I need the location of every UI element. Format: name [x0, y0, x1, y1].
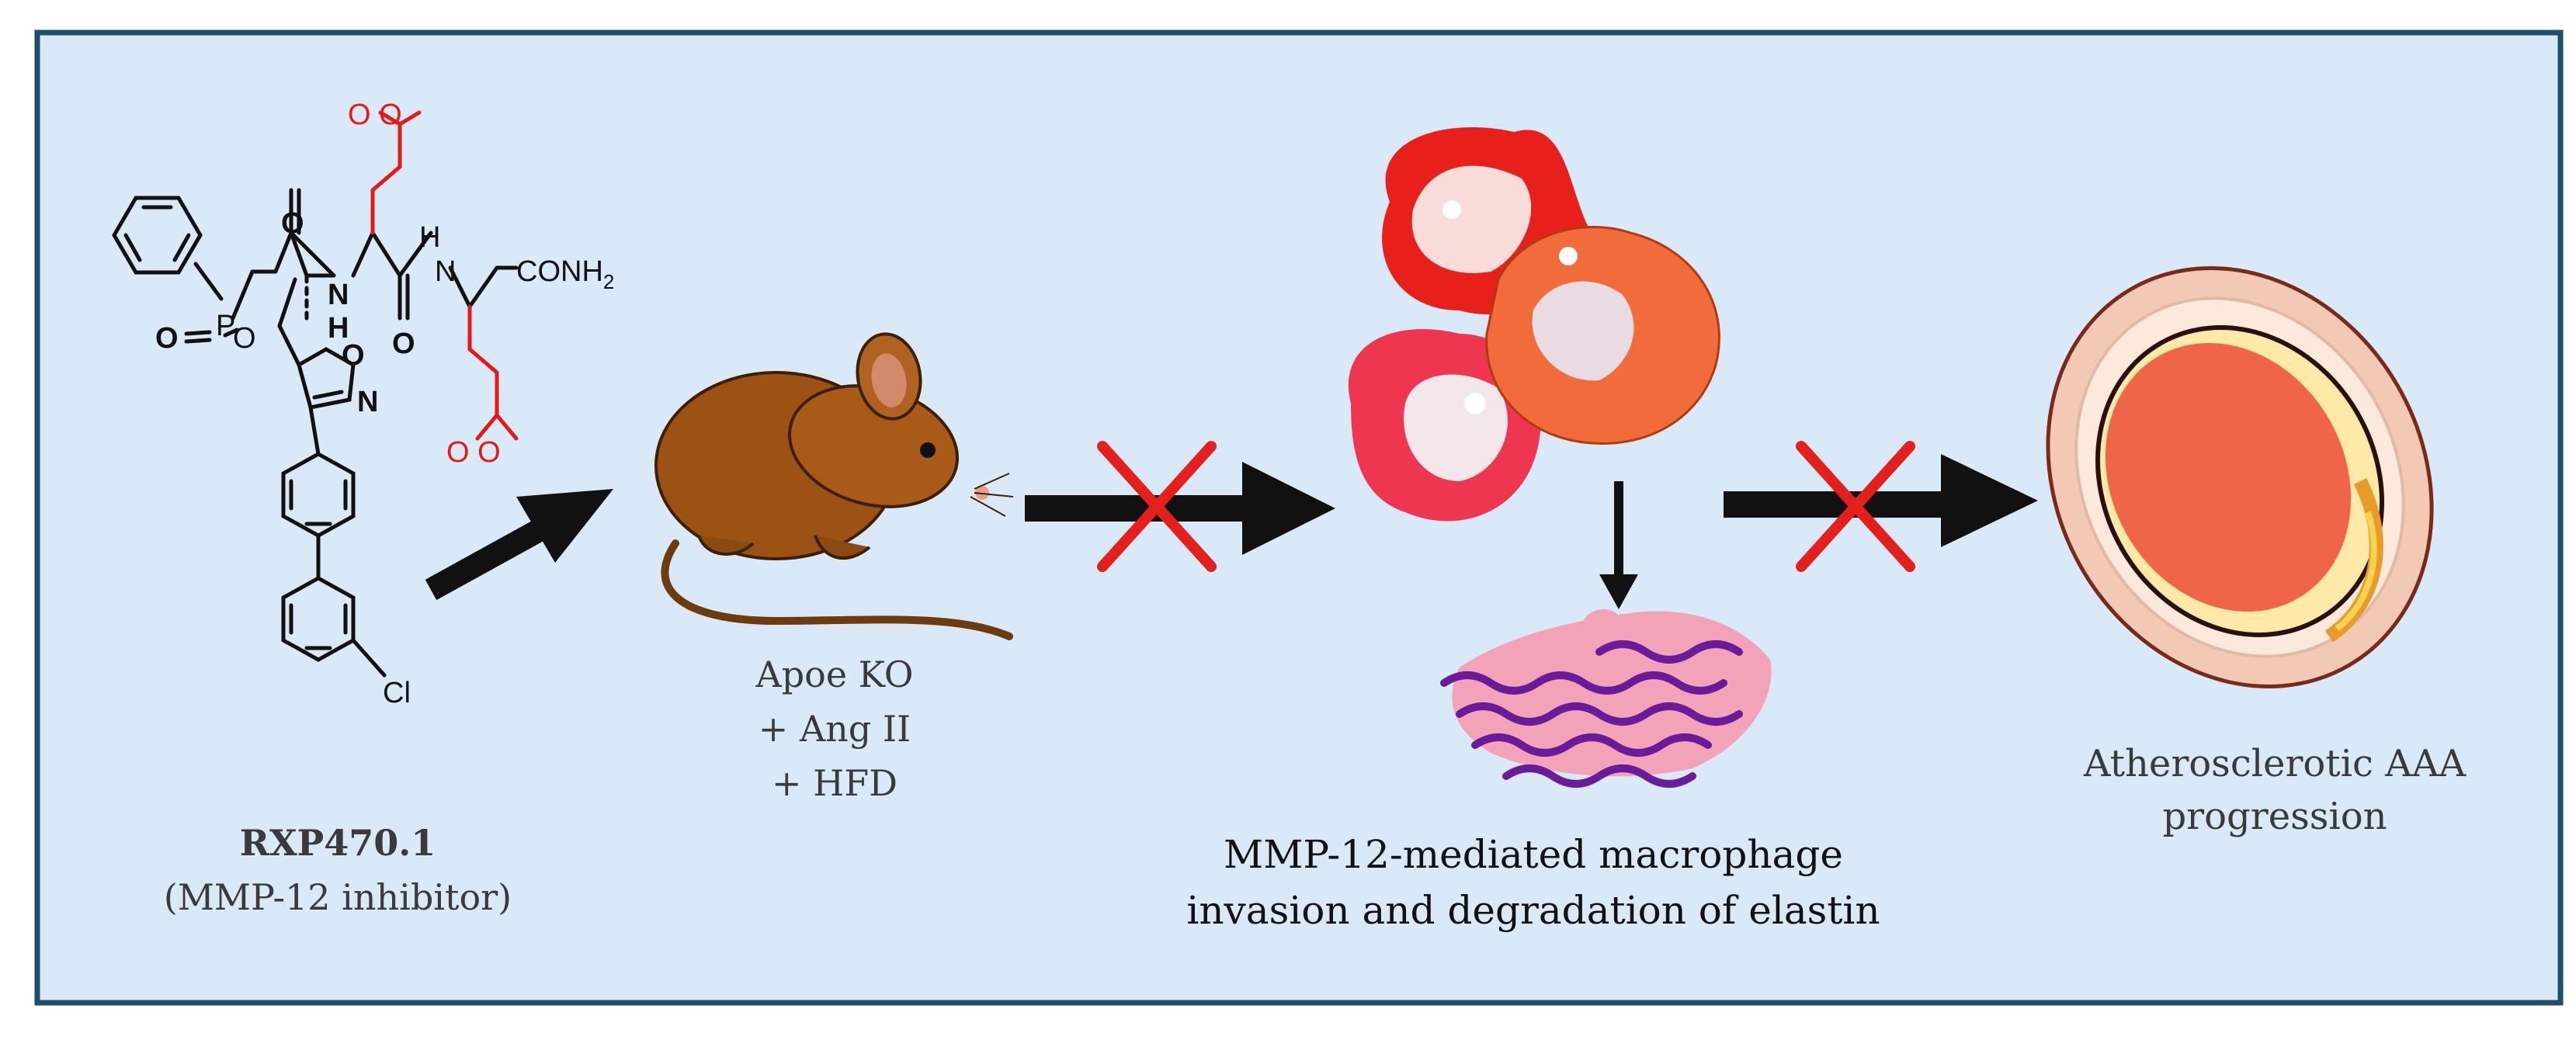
amide-h-1-label: H	[328, 312, 349, 345]
outcome-line-1: Atherosclerotic AAA	[2083, 742, 2467, 785]
cross-icon-2	[1796, 441, 1915, 572]
oxygen-b-label: O	[392, 328, 415, 360]
chemical-structure-rxp470-1	[112, 188, 519, 678]
mechanism-line-2: invasion and degradation of elastin	[1186, 888, 1880, 933]
mechanism-line-1: MMP-12-mediated macrophage	[1224, 832, 1843, 877]
cross-icon	[1097, 441, 1217, 572]
amide-n-2-label: N	[435, 255, 456, 288]
arrow-inhibitor-to-mouse	[425, 489, 613, 601]
phosphinate-o-label: O	[155, 322, 179, 355]
terminal-group-label: CONH2	[516, 255, 614, 293]
inhibitor-name: RXP470.1	[240, 822, 436, 864]
oxygen-a-label: O	[281, 207, 304, 240]
ring-oxygen-label: O	[233, 322, 256, 355]
phosphorus-label: P	[216, 310, 235, 342]
chlorine-label: Cl	[383, 677, 411, 709]
chemical-labels: O O P O O O N H O H N CONH2 O N O O Cl	[155, 99, 614, 709]
isoxazole-n-label: N	[357, 386, 378, 418]
model-line-2: + Ang II	[759, 708, 911, 750]
blocked-arrow-mouse-to-macrophage	[1025, 462, 1335, 555]
model-line-1: Apoe KO	[755, 653, 913, 695]
arrow-macrophage-to-elastin	[1599, 481, 1638, 609]
carboxylate-top-label: O O	[348, 99, 402, 131]
artery-cross-section	[2046, 266, 2434, 688]
outcome-line-2: progression	[2162, 795, 2387, 838]
elastin-fibers	[1440, 609, 1772, 788]
amide-h-2-label: H	[419, 221, 440, 254]
isoxazole-o-label: O	[342, 339, 365, 372]
glutamate-side-chains	[370, 110, 519, 441]
amide-n-1-label: N	[328, 279, 349, 311]
inhibitor-description: (MMP-12 inhibitor)	[164, 876, 512, 918]
mouse-illustration	[654, 332, 1014, 640]
carboxylate-bottom-label: O O	[446, 436, 501, 469]
blocked-arrow-macrophage-to-aaa	[1724, 454, 2038, 547]
macrophage-cells	[1348, 127, 1720, 522]
model-line-3: + HFD	[772, 762, 897, 804]
